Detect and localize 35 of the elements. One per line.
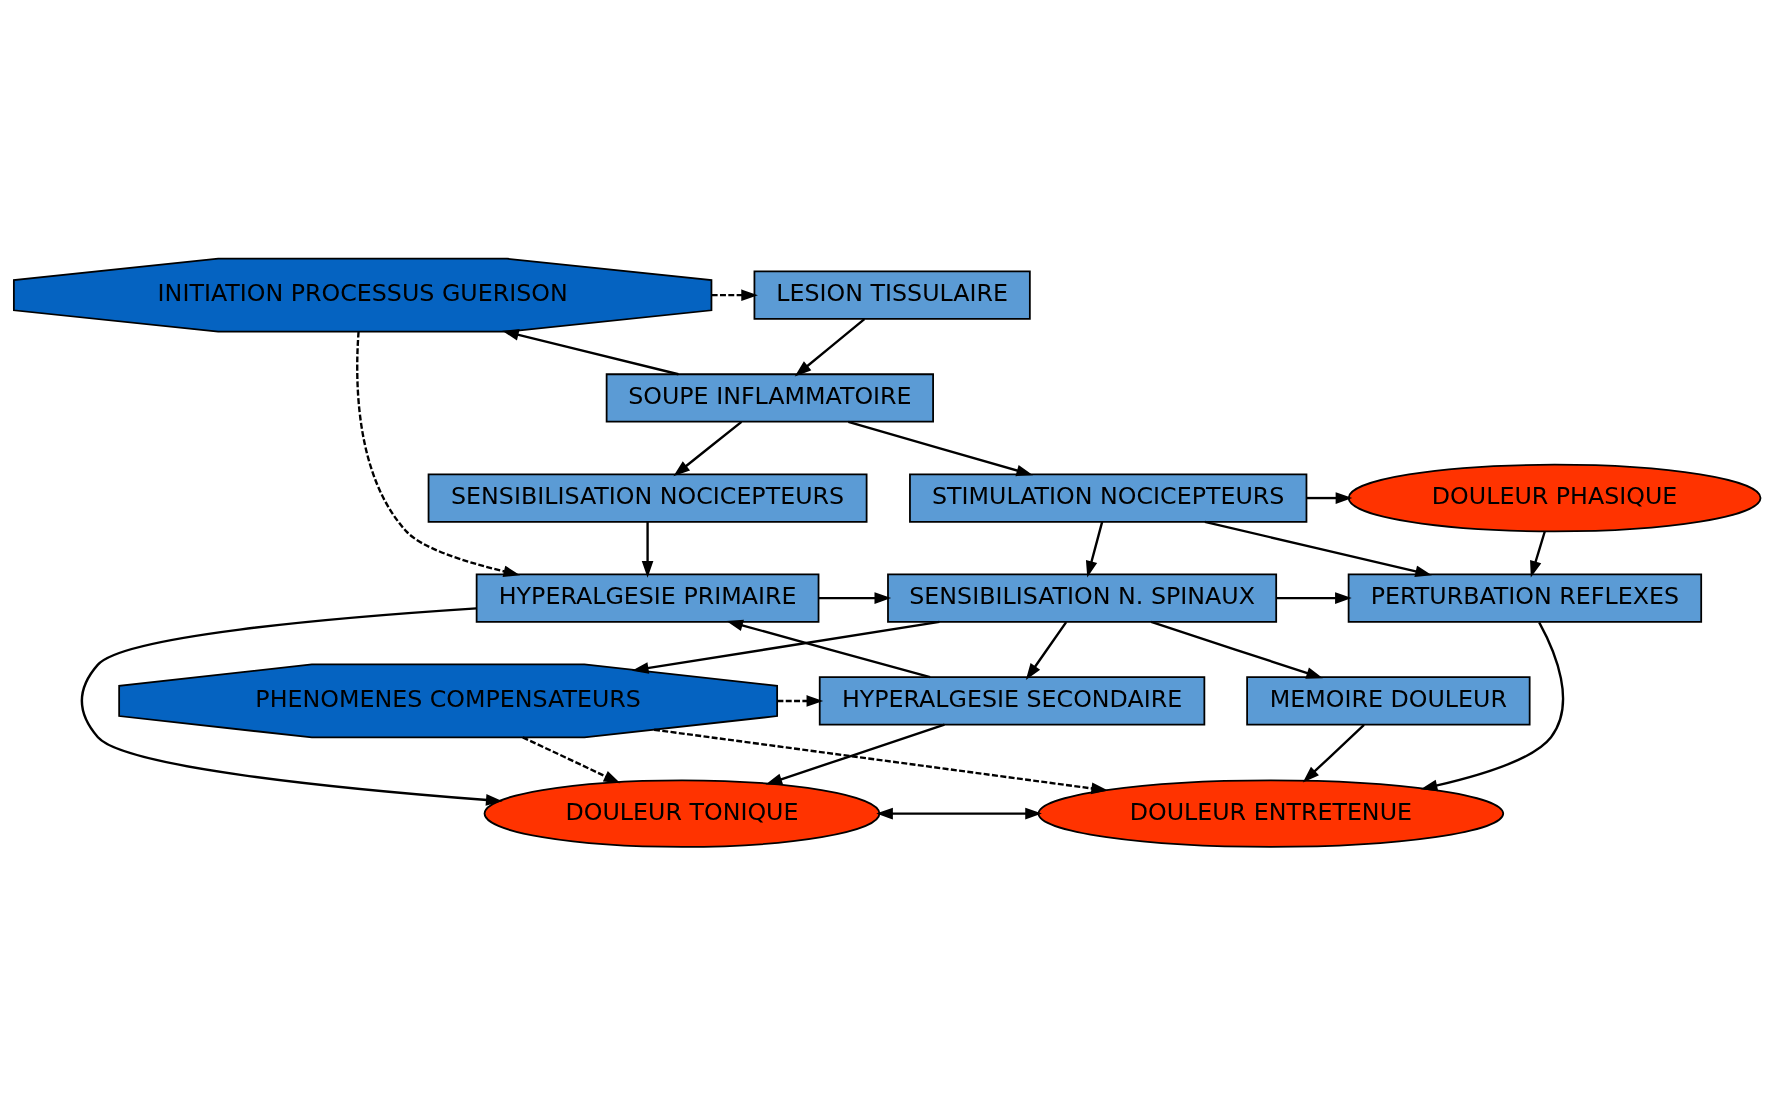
arrow (80, 606, 503, 806)
arrow (765, 723, 945, 785)
node-ellipse: DOULEUR PHASIQUE (1347, 463, 1761, 532)
node-box: SOUPE INFLAMMATOIRE (605, 372, 934, 423)
arrow (847, 420, 1033, 476)
node-box: SENSIBILISATION NOCICEPTEURS (427, 472, 867, 523)
arrow (1302, 723, 1365, 782)
arrow (1529, 530, 1546, 578)
node-box: HYPERALGESIE PRIMAIRE (475, 573, 819, 623)
arrow (631, 620, 940, 674)
node-box: HYPERALGESIE SECONDAIRE (818, 675, 1205, 726)
arrow (1306, 491, 1352, 504)
arrow (818, 591, 891, 604)
arrow (1025, 620, 1067, 680)
node-box: SENSIBILISATION N. SPINAUX (886, 573, 1277, 623)
node-box: LESION TISSULAIRE (753, 270, 1031, 320)
arrow (725, 619, 930, 678)
arrow (1420, 621, 1564, 791)
arrow (1204, 520, 1432, 577)
arrow (794, 317, 865, 376)
arrow (521, 735, 620, 783)
arrow (776, 694, 823, 707)
arrow (711, 288, 758, 301)
arrow (1275, 591, 1352, 604)
node-box: MEMOIRE DOULEUR (1245, 675, 1531, 726)
arrow (1085, 521, 1103, 578)
arrow (355, 331, 520, 577)
arrow (672, 420, 742, 476)
node-box: PERTURBATION REFLEXES (1347, 573, 1702, 623)
arrow (653, 728, 1108, 794)
arrow (501, 328, 679, 375)
arrow (641, 521, 653, 578)
arrow (875, 807, 1042, 819)
node-box: STIMULATION NOCICEPTEURS (908, 472, 1307, 523)
arrow (1150, 620, 1323, 679)
